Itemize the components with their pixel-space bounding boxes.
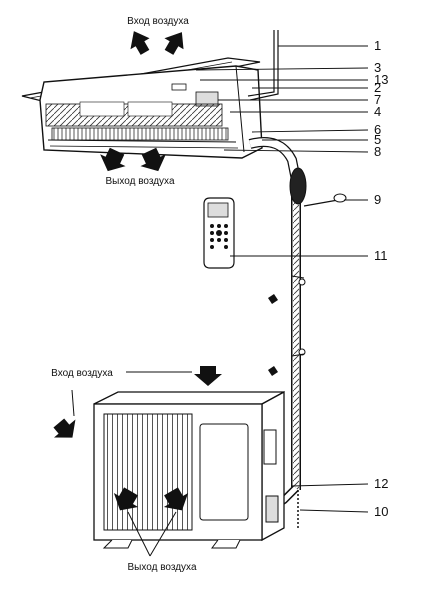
indoor-logo xyxy=(171,83,187,91)
outdoor-air-outlet-label: Выход воздуха xyxy=(128,562,197,573)
callout-6: 6 xyxy=(374,122,381,137)
service-valves xyxy=(265,495,279,523)
outlet-arrows-outdoor xyxy=(113,487,189,511)
intake-arrow-icon xyxy=(53,418,76,438)
indoor-unit xyxy=(21,57,263,159)
outdoor-fan-grille xyxy=(103,413,193,531)
callout-13: 13 xyxy=(374,72,388,87)
callout-2: 2 xyxy=(374,80,381,95)
callout-10: 10 xyxy=(374,504,388,519)
screw-icon xyxy=(268,294,278,304)
outdoor-air-intake-label: Вход воздуха xyxy=(51,368,113,379)
outlet-arrow-icon xyxy=(113,487,139,511)
outdoor-unit xyxy=(93,390,285,549)
wall-screws xyxy=(268,294,278,376)
intake-arrow-icon xyxy=(164,32,184,55)
outlet-arrows-indoor xyxy=(100,147,166,172)
callout-1: 1 xyxy=(374,38,381,53)
callout-4: 4 xyxy=(374,104,381,119)
outlet-arrow-icon xyxy=(140,147,166,172)
service-cover xyxy=(263,429,277,465)
callout-11: 11 xyxy=(374,248,388,263)
piping xyxy=(247,30,347,530)
top-air-outlet-label: Выход воздуха xyxy=(106,176,175,187)
callout-7: 7 xyxy=(374,92,381,107)
screw-icon xyxy=(268,366,278,376)
callout-3: 3 xyxy=(374,60,381,75)
intake-arrow-icon xyxy=(194,366,222,386)
callout-9: 9 xyxy=(374,192,381,207)
indoor-louvers xyxy=(51,127,229,141)
callout-12: 12 xyxy=(374,476,388,491)
intake-arrows-indoor xyxy=(130,31,184,55)
intake-arrow-icon xyxy=(130,31,150,55)
callout-8: 8 xyxy=(374,144,381,159)
callout-numbers: 1 3 13 2 7 4 6 5 8 9 11 12 10 xyxy=(374,38,388,519)
outlet-arrow-icon xyxy=(100,147,126,172)
outlet-arrow-icon xyxy=(163,487,189,511)
callout-lines xyxy=(195,45,369,513)
intake-arrows-outdoor xyxy=(53,366,222,438)
remote-control xyxy=(203,197,235,269)
top-air-intake-label: Вход воздуха xyxy=(127,16,189,27)
remote-display xyxy=(207,202,229,218)
outdoor-side-panel xyxy=(199,423,249,521)
callout-5: 5 xyxy=(374,132,381,147)
